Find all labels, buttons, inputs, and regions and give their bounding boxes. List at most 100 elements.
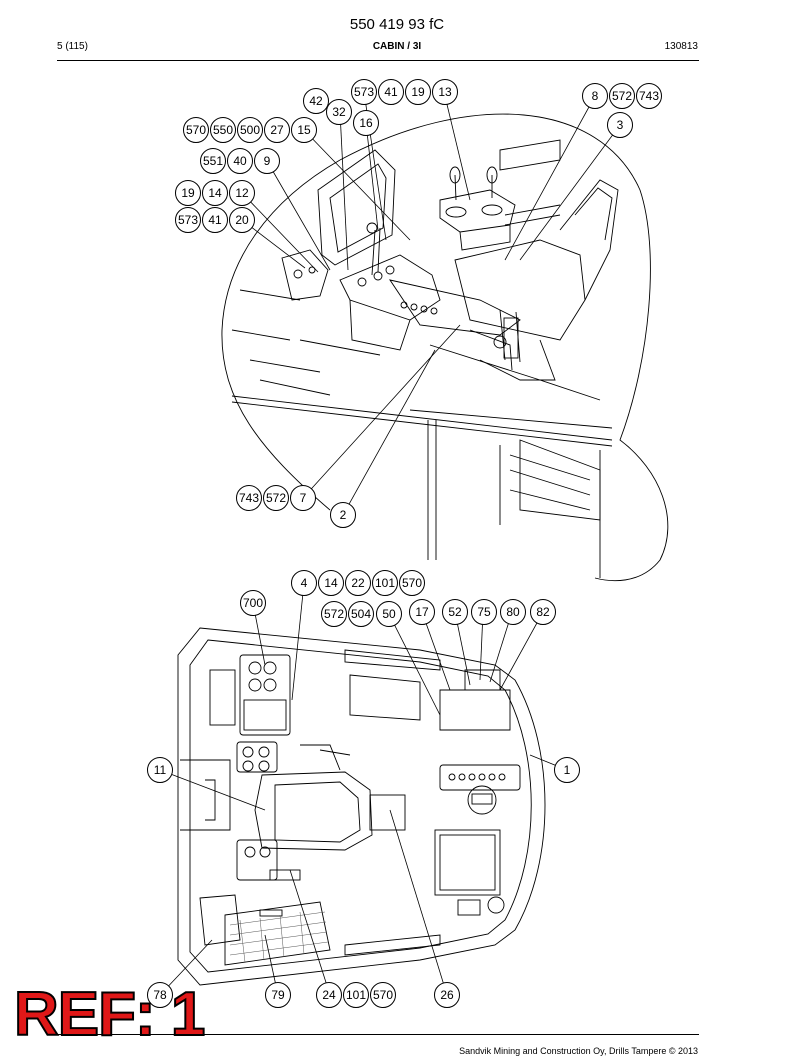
svg-text:2: 2 bbox=[340, 508, 347, 522]
svg-text:12: 12 bbox=[235, 186, 249, 200]
callout-bubble: 19 bbox=[405, 79, 431, 105]
callout-bubble: 13 bbox=[432, 79, 458, 105]
callout-bubble: 573 bbox=[175, 207, 201, 233]
document-number: 550 419 93 fC bbox=[349, 16, 445, 33]
svg-text:11: 11 bbox=[154, 763, 167, 777]
callout-bubble: 8 bbox=[582, 83, 608, 109]
svg-text:78: 78 bbox=[153, 988, 167, 1002]
callout-bubble: 42 bbox=[303, 88, 329, 114]
leader-lines bbox=[159, 91, 621, 996]
callout-bubble: 12 bbox=[229, 180, 255, 206]
svg-text:14: 14 bbox=[208, 186, 222, 200]
callout-bubble: 7 bbox=[290, 485, 316, 511]
svg-text:743: 743 bbox=[639, 89, 659, 103]
cabin-plan-drawing bbox=[177, 627, 546, 986]
callout-bubble: 500 bbox=[237, 117, 263, 143]
svg-text:570: 570 bbox=[186, 123, 206, 137]
svg-text:40: 40 bbox=[233, 154, 247, 168]
callout-bubble: 27 bbox=[264, 117, 290, 143]
svg-text:13: 13 bbox=[438, 85, 452, 99]
callout-bubble: 504 bbox=[348, 601, 374, 627]
svg-text:15: 15 bbox=[297, 123, 311, 137]
callout-bubble: 14 bbox=[318, 570, 344, 596]
callout-bubble: 1 bbox=[554, 757, 580, 783]
section-title: CABIN / 3I bbox=[372, 41, 422, 52]
callout-bubble: 573 bbox=[351, 79, 377, 105]
svg-text:82: 82 bbox=[536, 605, 550, 619]
svg-text:19: 19 bbox=[411, 85, 425, 99]
callout-bubble: 570 bbox=[183, 117, 209, 143]
callout-group-top: 573 41 19 13 42 32 16 8 572 743 3 570 55… bbox=[175, 79, 662, 528]
svg-text:700: 700 bbox=[243, 596, 263, 610]
svg-text:504: 504 bbox=[351, 607, 371, 621]
callout-bubble: 551 bbox=[200, 148, 226, 174]
svg-text:573: 573 bbox=[354, 85, 374, 99]
page-number: 5 (115) bbox=[57, 41, 88, 52]
callout-bubble: 16 bbox=[353, 110, 379, 136]
svg-text:4: 4 bbox=[301, 576, 308, 590]
svg-text:27: 27 bbox=[270, 123, 284, 137]
svg-text:573: 573 bbox=[178, 213, 198, 227]
svg-text:3: 3 bbox=[617, 118, 624, 132]
svg-text:24: 24 bbox=[322, 988, 336, 1002]
callout-bubble: 82 bbox=[530, 599, 556, 625]
callout-bubble: 11 bbox=[147, 757, 173, 783]
cabin-perspective-drawing bbox=[221, 113, 669, 582]
callout-bubble: 26 bbox=[434, 982, 460, 1008]
callout-bubble: 15 bbox=[291, 117, 317, 143]
svg-text:101: 101 bbox=[375, 576, 395, 590]
callout-bubble: 50 bbox=[376, 601, 402, 627]
svg-text:550: 550 bbox=[213, 123, 233, 137]
callout-bubble: 570 bbox=[370, 982, 396, 1008]
callout-bubble: 572 bbox=[609, 83, 635, 109]
svg-text:32: 32 bbox=[332, 105, 346, 119]
ref-stamp: REF: 1 bbox=[13, 980, 206, 1049]
callout-bubble: 743 bbox=[236, 485, 262, 511]
svg-text:19: 19 bbox=[181, 186, 195, 200]
svg-text:20: 20 bbox=[235, 213, 249, 227]
svg-text:52: 52 bbox=[448, 605, 462, 619]
svg-text:572: 572 bbox=[612, 89, 632, 103]
callout-bubble: 80 bbox=[500, 599, 526, 625]
svg-text:41: 41 bbox=[208, 213, 222, 227]
callout-bubble: 9 bbox=[254, 148, 280, 174]
svg-text:572: 572 bbox=[324, 607, 344, 621]
callout-bubble: 40 bbox=[227, 148, 253, 174]
footer-copyright: Sandvik Mining and Construction Oy, Dril… bbox=[459, 1046, 698, 1056]
svg-text:1: 1 bbox=[564, 763, 571, 777]
footer-rule bbox=[57, 1034, 699, 1035]
svg-text:16: 16 bbox=[359, 116, 373, 130]
callout-bubble: 41 bbox=[202, 207, 228, 233]
svg-text:572: 572 bbox=[266, 491, 286, 505]
callout-bubble: 24 bbox=[316, 982, 342, 1008]
document-date: 130813 bbox=[664, 41, 698, 52]
callout-bubble: 572 bbox=[263, 485, 289, 511]
svg-text:7: 7 bbox=[300, 491, 307, 505]
svg-text:551: 551 bbox=[203, 154, 223, 168]
callout-bubble: 75 bbox=[471, 599, 497, 625]
svg-text:50: 50 bbox=[382, 607, 396, 621]
callout-bubble: 2 bbox=[330, 502, 356, 528]
svg-text:75: 75 bbox=[477, 605, 491, 619]
callout-bubble: 743 bbox=[636, 83, 662, 109]
callout-bubble: 52 bbox=[442, 599, 468, 625]
callout-bubble: 20 bbox=[229, 207, 255, 233]
svg-text:101: 101 bbox=[346, 988, 366, 1002]
svg-text:79: 79 bbox=[271, 988, 285, 1002]
callout-bubble: 101 bbox=[372, 570, 398, 596]
svg-text:22: 22 bbox=[351, 576, 365, 590]
svg-text:26: 26 bbox=[440, 988, 454, 1002]
header-rule bbox=[57, 60, 699, 61]
svg-text:9: 9 bbox=[264, 154, 271, 168]
callout-bubble: 19 bbox=[175, 180, 201, 206]
callout-bubble: 101 bbox=[343, 982, 369, 1008]
callout-bubble: 32 bbox=[326, 99, 352, 125]
svg-text:743: 743 bbox=[239, 491, 259, 505]
svg-text:570: 570 bbox=[373, 988, 393, 1002]
svg-text:41: 41 bbox=[384, 85, 398, 99]
callout-bubble: 570 bbox=[399, 570, 425, 596]
callout-bubble: 3 bbox=[607, 112, 633, 138]
callout-bubble: 79 bbox=[265, 982, 291, 1008]
svg-text:8: 8 bbox=[592, 89, 599, 103]
callout-bubble: 41 bbox=[378, 79, 404, 105]
